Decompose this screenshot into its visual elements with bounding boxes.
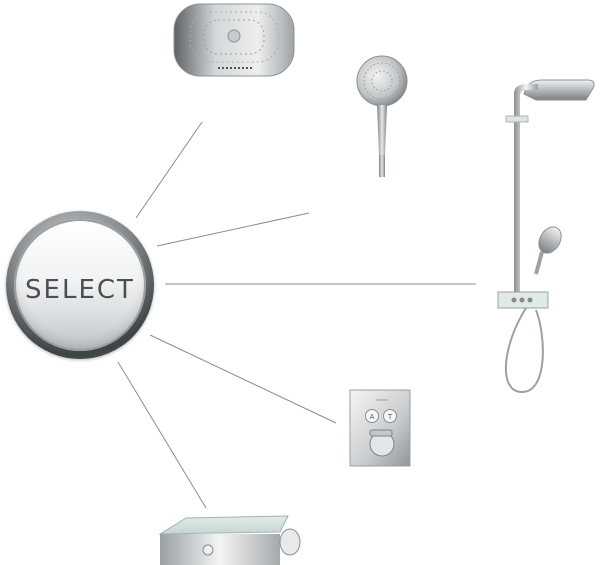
svg-text:A: A bbox=[370, 413, 375, 421]
shower-pipe-icon[interactable] bbox=[496, 76, 600, 394]
bath-thermostat-icon[interactable] bbox=[156, 510, 306, 565]
connector-thermostat bbox=[149, 334, 337, 424]
connector-bath bbox=[117, 361, 207, 509]
thermostat-panel-icon[interactable]: A T bbox=[348, 388, 412, 468]
overhead-shower-icon[interactable] bbox=[172, 2, 296, 78]
connector-overhead bbox=[135, 121, 203, 219]
hand-shower-icon[interactable] bbox=[354, 55, 410, 180]
connector-handshower bbox=[156, 212, 310, 247]
select-button[interactable]: SELECT bbox=[6, 211, 154, 359]
svg-text:T: T bbox=[387, 413, 393, 421]
select-label: SELECT bbox=[25, 275, 135, 305]
select-button-face: SELECT bbox=[14, 219, 146, 351]
